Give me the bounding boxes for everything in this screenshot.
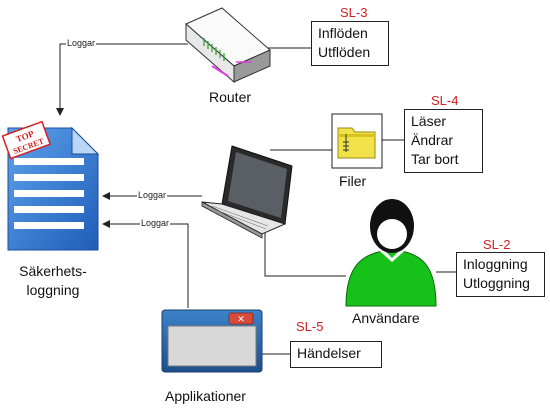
- sl2-tag: SL-2: [483, 237, 511, 252]
- sl3-tag: SL-3: [340, 5, 368, 20]
- router-to-log-arrow: [56, 43, 188, 116]
- user-icon: [345, 199, 437, 307]
- laptop-to-user-line: [264, 228, 346, 277]
- security-log-label: Säkerhets- loggning: [0, 262, 106, 300]
- file-event-delete: Tar bort: [411, 151, 459, 167]
- sl4-tag: SL-4: [431, 93, 459, 108]
- router-events-box: Inflöden Utflöden: [311, 21, 389, 66]
- laptop-loggar-label: Loggar: [137, 190, 168, 200]
- application-event-events: Händelser: [297, 345, 361, 361]
- router-label: Router: [209, 89, 252, 105]
- router-event-inflows: Inflöden: [318, 25, 368, 41]
- file-event-read: Läser: [411, 113, 447, 129]
- user-event-logout: Utloggning: [463, 275, 530, 291]
- apps-loggar-label: Loggar: [140, 218, 171, 228]
- security-log-label-line2: loggning: [26, 282, 80, 298]
- user-events-box: Inloggning Utloggning: [456, 252, 545, 297]
- application-window-icon: ✕: [161, 309, 263, 373]
- laptop-icon: [201, 145, 293, 239]
- security-log-document-icon: TOP SECRET: [1, 120, 100, 251]
- apps-to-log-arrow: [102, 220, 189, 308]
- file-event-modify: Ändrar: [411, 132, 454, 148]
- folder-icon: [331, 113, 383, 169]
- user-label: Användare: [352, 310, 420, 326]
- applications-label: Applikationer: [165, 388, 246, 404]
- router-icon: [185, 7, 271, 84]
- svg-text:✕: ✕: [237, 314, 245, 324]
- sl5-tag: SL-5: [296, 319, 324, 334]
- file-events-box: Läser Ändrar Tar bort: [404, 109, 483, 173]
- router-event-outflows: Utflöden: [318, 44, 371, 60]
- router-loggar-label: Loggar: [66, 38, 97, 48]
- application-events-box: Händelser: [290, 341, 382, 368]
- filer-label: Filer: [339, 173, 367, 189]
- security-log-label-line1: Säkerhets-: [19, 263, 87, 279]
- user-event-login: Inloggning: [463, 256, 528, 272]
